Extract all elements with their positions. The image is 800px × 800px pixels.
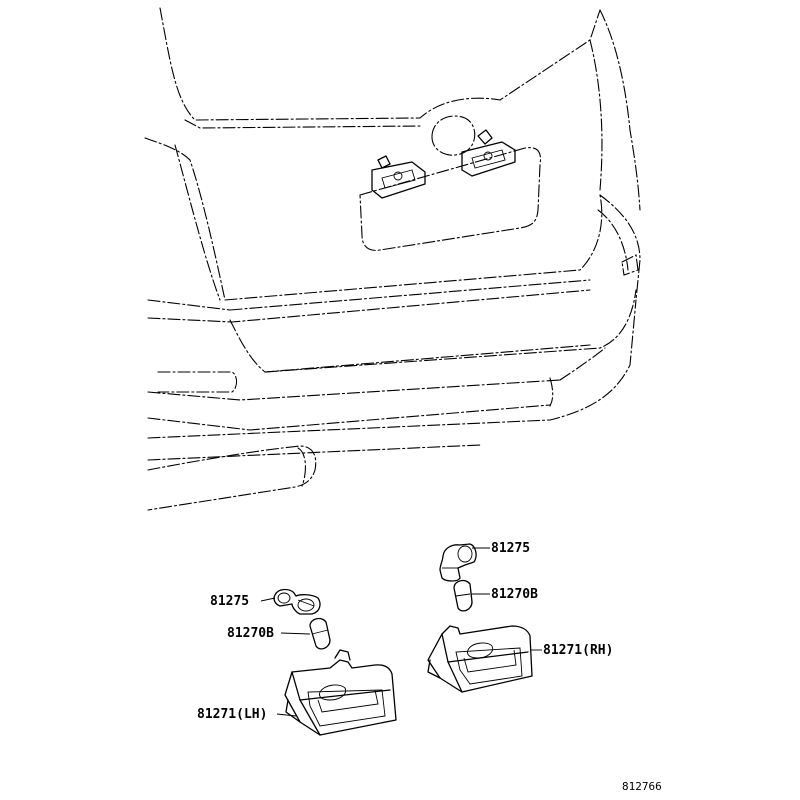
bulb-socket-rh — [439, 543, 477, 582]
vehicle-lamp-rh — [461, 129, 516, 177]
label-lamp-assy-rh: 81271(RH) — [543, 643, 613, 658]
label-bulb-socket-lh: 81275 — [210, 594, 249, 609]
bulb-rh — [453, 579, 473, 612]
label-bulb-rh: 81270B — [491, 587, 538, 602]
label-bulb-socket-rh: 81275 — [491, 541, 530, 556]
lamp-assy-lh — [284, 649, 397, 736]
bulb-lh — [309, 617, 331, 650]
label-bulb-lh: 81270B — [227, 626, 274, 641]
lamp-assy-rh — [427, 625, 533, 693]
bulb-socket-lh — [273, 588, 321, 615]
leader-lines — [260, 547, 542, 717]
vehicle-rear-outline — [144, 7, 641, 511]
figure-code: 812766 — [622, 780, 662, 793]
vehicle-lamp-lh — [371, 155, 426, 199]
label-lamp-assy-lh: 81271(LH) — [197, 707, 267, 722]
